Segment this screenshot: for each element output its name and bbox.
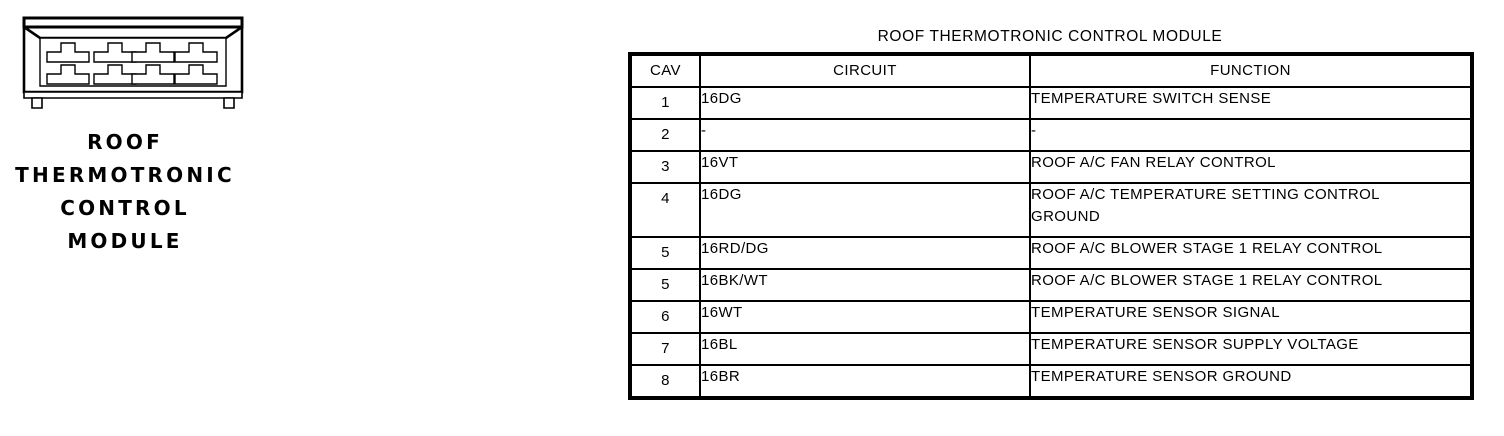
- cell-circuit: -: [699, 118, 1031, 152]
- cell-circuit: 16DG: [699, 86, 1031, 120]
- table-row: 8 16BR TEMPERATURE SENSOR GROUND: [629, 364, 1473, 399]
- cell-cav: 2: [629, 118, 701, 152]
- table-row: 2 - -: [629, 118, 1473, 152]
- pinout-table-body: 1 16DG TEMPERATURE SWITCH SENSE 2 - - 3 …: [629, 86, 1473, 399]
- cavity-slot-6: [93, 64, 137, 85]
- cavity-slot-5: [46, 64, 90, 85]
- table-row: 7 16BL TEMPERATURE SENSOR SUPPLY VOLTAGE: [629, 332, 1473, 366]
- cell-function: ROOF A/C BLOWER STAGE 1 RELAY CONTROL: [1029, 268, 1473, 302]
- table-row: 1 16DG TEMPERATURE SWITCH SENSE: [629, 86, 1473, 120]
- function-line-1: ROOF A/C FAN RELAY CONTROL: [1031, 154, 1276, 171]
- cavity-slot-7: [131, 64, 175, 85]
- function-line-1: TEMPERATURE SENSOR GROUND: [1031, 368, 1292, 385]
- cell-cav: 1: [629, 86, 701, 120]
- table-row: 5 16BK/WT ROOF A/C BLOWER STAGE 1 RELAY …: [629, 268, 1473, 302]
- cell-cav: 8: [629, 364, 701, 399]
- connector-tab-right: [223, 97, 235, 109]
- pinout-table-title: ROOF THERMOTRONIC CONTROL MODULE: [877, 28, 1223, 45]
- connector-8-cavity-diagram: [18, 14, 248, 119]
- function-line-1: TEMPERATURE SENSOR SIGNAL: [1031, 304, 1280, 321]
- cavity-slot-2: [93, 42, 137, 63]
- cell-circuit: 16VT: [699, 150, 1031, 184]
- column-header-circuit: CIRCUIT: [699, 53, 1031, 88]
- connector-illustration-block: ROOF THERMOTRONIC CONTROL MODULE: [0, 0, 260, 270]
- connector-tab-left: [31, 97, 43, 109]
- cell-function: TEMPERATURE SENSOR SUPPLY VOLTAGE: [1029, 332, 1473, 366]
- function-line-1: ROOF A/C BLOWER STAGE 1 RELAY CONTROL: [1031, 240, 1383, 257]
- table-row: 3 16VT ROOF A/C FAN RELAY CONTROL: [629, 150, 1473, 184]
- cell-circuit: 16WT: [699, 300, 1031, 334]
- cavity-slot-1: [46, 42, 90, 63]
- cell-circuit: 16RD/DG: [699, 236, 1031, 270]
- connector-top-rail: [22, 16, 244, 29]
- connector-svg: [22, 16, 244, 109]
- cell-circuit: 16DG: [699, 182, 1031, 238]
- cell-function: ROOF A/C BLOWER STAGE 1 RELAY CONTROL: [1029, 236, 1473, 270]
- cell-circuit: 16BR: [699, 364, 1031, 399]
- cell-cav: 3: [629, 150, 701, 184]
- column-header-function: FUNCTION: [1029, 53, 1473, 88]
- cavity-slot-4: [174, 42, 218, 63]
- connector-label: ROOF THERMOTRONIC CONTROL MODULE: [15, 130, 235, 253]
- cell-function: TEMPERATURE SWITCH SENSE: [1029, 86, 1473, 120]
- cell-function: ROOF A/C TEMPERATURE SETTING CONTROL GRO…: [1029, 182, 1473, 238]
- function-line-2: GROUND: [1031, 208, 1101, 225]
- cell-function: TEMPERATURE SENSOR GROUND: [1029, 364, 1473, 399]
- pinout-table-head: CAV CIRCUIT FUNCTION: [629, 53, 1473, 88]
- pinout-table-block: ROOF THERMOTRONIC CONTROL MODULE CAV CIR…: [628, 26, 1476, 400]
- function-line-1: TEMPERATURE SENSOR SUPPLY VOLTAGE: [1031, 336, 1359, 353]
- pinout-table: CAV CIRCUIT FUNCTION 1 16DG TEMPERATURE …: [628, 52, 1474, 400]
- cavity-slot-3: [131, 42, 175, 63]
- cell-cav: 5: [629, 236, 701, 270]
- cell-cav: 4: [629, 182, 701, 238]
- function-line-1: -: [1031, 122, 1037, 139]
- cell-cav: 6: [629, 300, 701, 334]
- cell-function: ROOF A/C FAN RELAY CONTROL: [1029, 150, 1473, 184]
- function-line-1: ROOF A/C TEMPERATURE SETTING CONTROL: [1031, 186, 1380, 203]
- function-line-1: ROOF A/C BLOWER STAGE 1 RELAY CONTROL: [1031, 272, 1383, 289]
- cell-function: TEMPERATURE SENSOR SIGNAL: [1029, 300, 1473, 334]
- connector-base-rail: [23, 91, 243, 99]
- cell-cav: 5: [629, 268, 701, 302]
- table-row: 6 16WT TEMPERATURE SENSOR SIGNAL: [629, 300, 1473, 334]
- table-row: 4 16DG ROOF A/C TEMPERATURE SETTING CONT…: [629, 182, 1473, 238]
- cell-circuit: 16BL: [699, 332, 1031, 366]
- cell-function: -: [1029, 118, 1473, 152]
- cell-circuit: 16BK/WT: [699, 268, 1031, 302]
- table-row: 5 16RD/DG ROOF A/C BLOWER STAGE 1 RELAY …: [629, 236, 1473, 270]
- cell-cav: 7: [629, 332, 701, 366]
- column-header-cav: CAV: [629, 53, 701, 88]
- table-header-row: CAV CIRCUIT FUNCTION: [629, 53, 1473, 88]
- function-line-1: TEMPERATURE SWITCH SENSE: [1031, 90, 1272, 107]
- cavity-slot-8: [174, 64, 218, 85]
